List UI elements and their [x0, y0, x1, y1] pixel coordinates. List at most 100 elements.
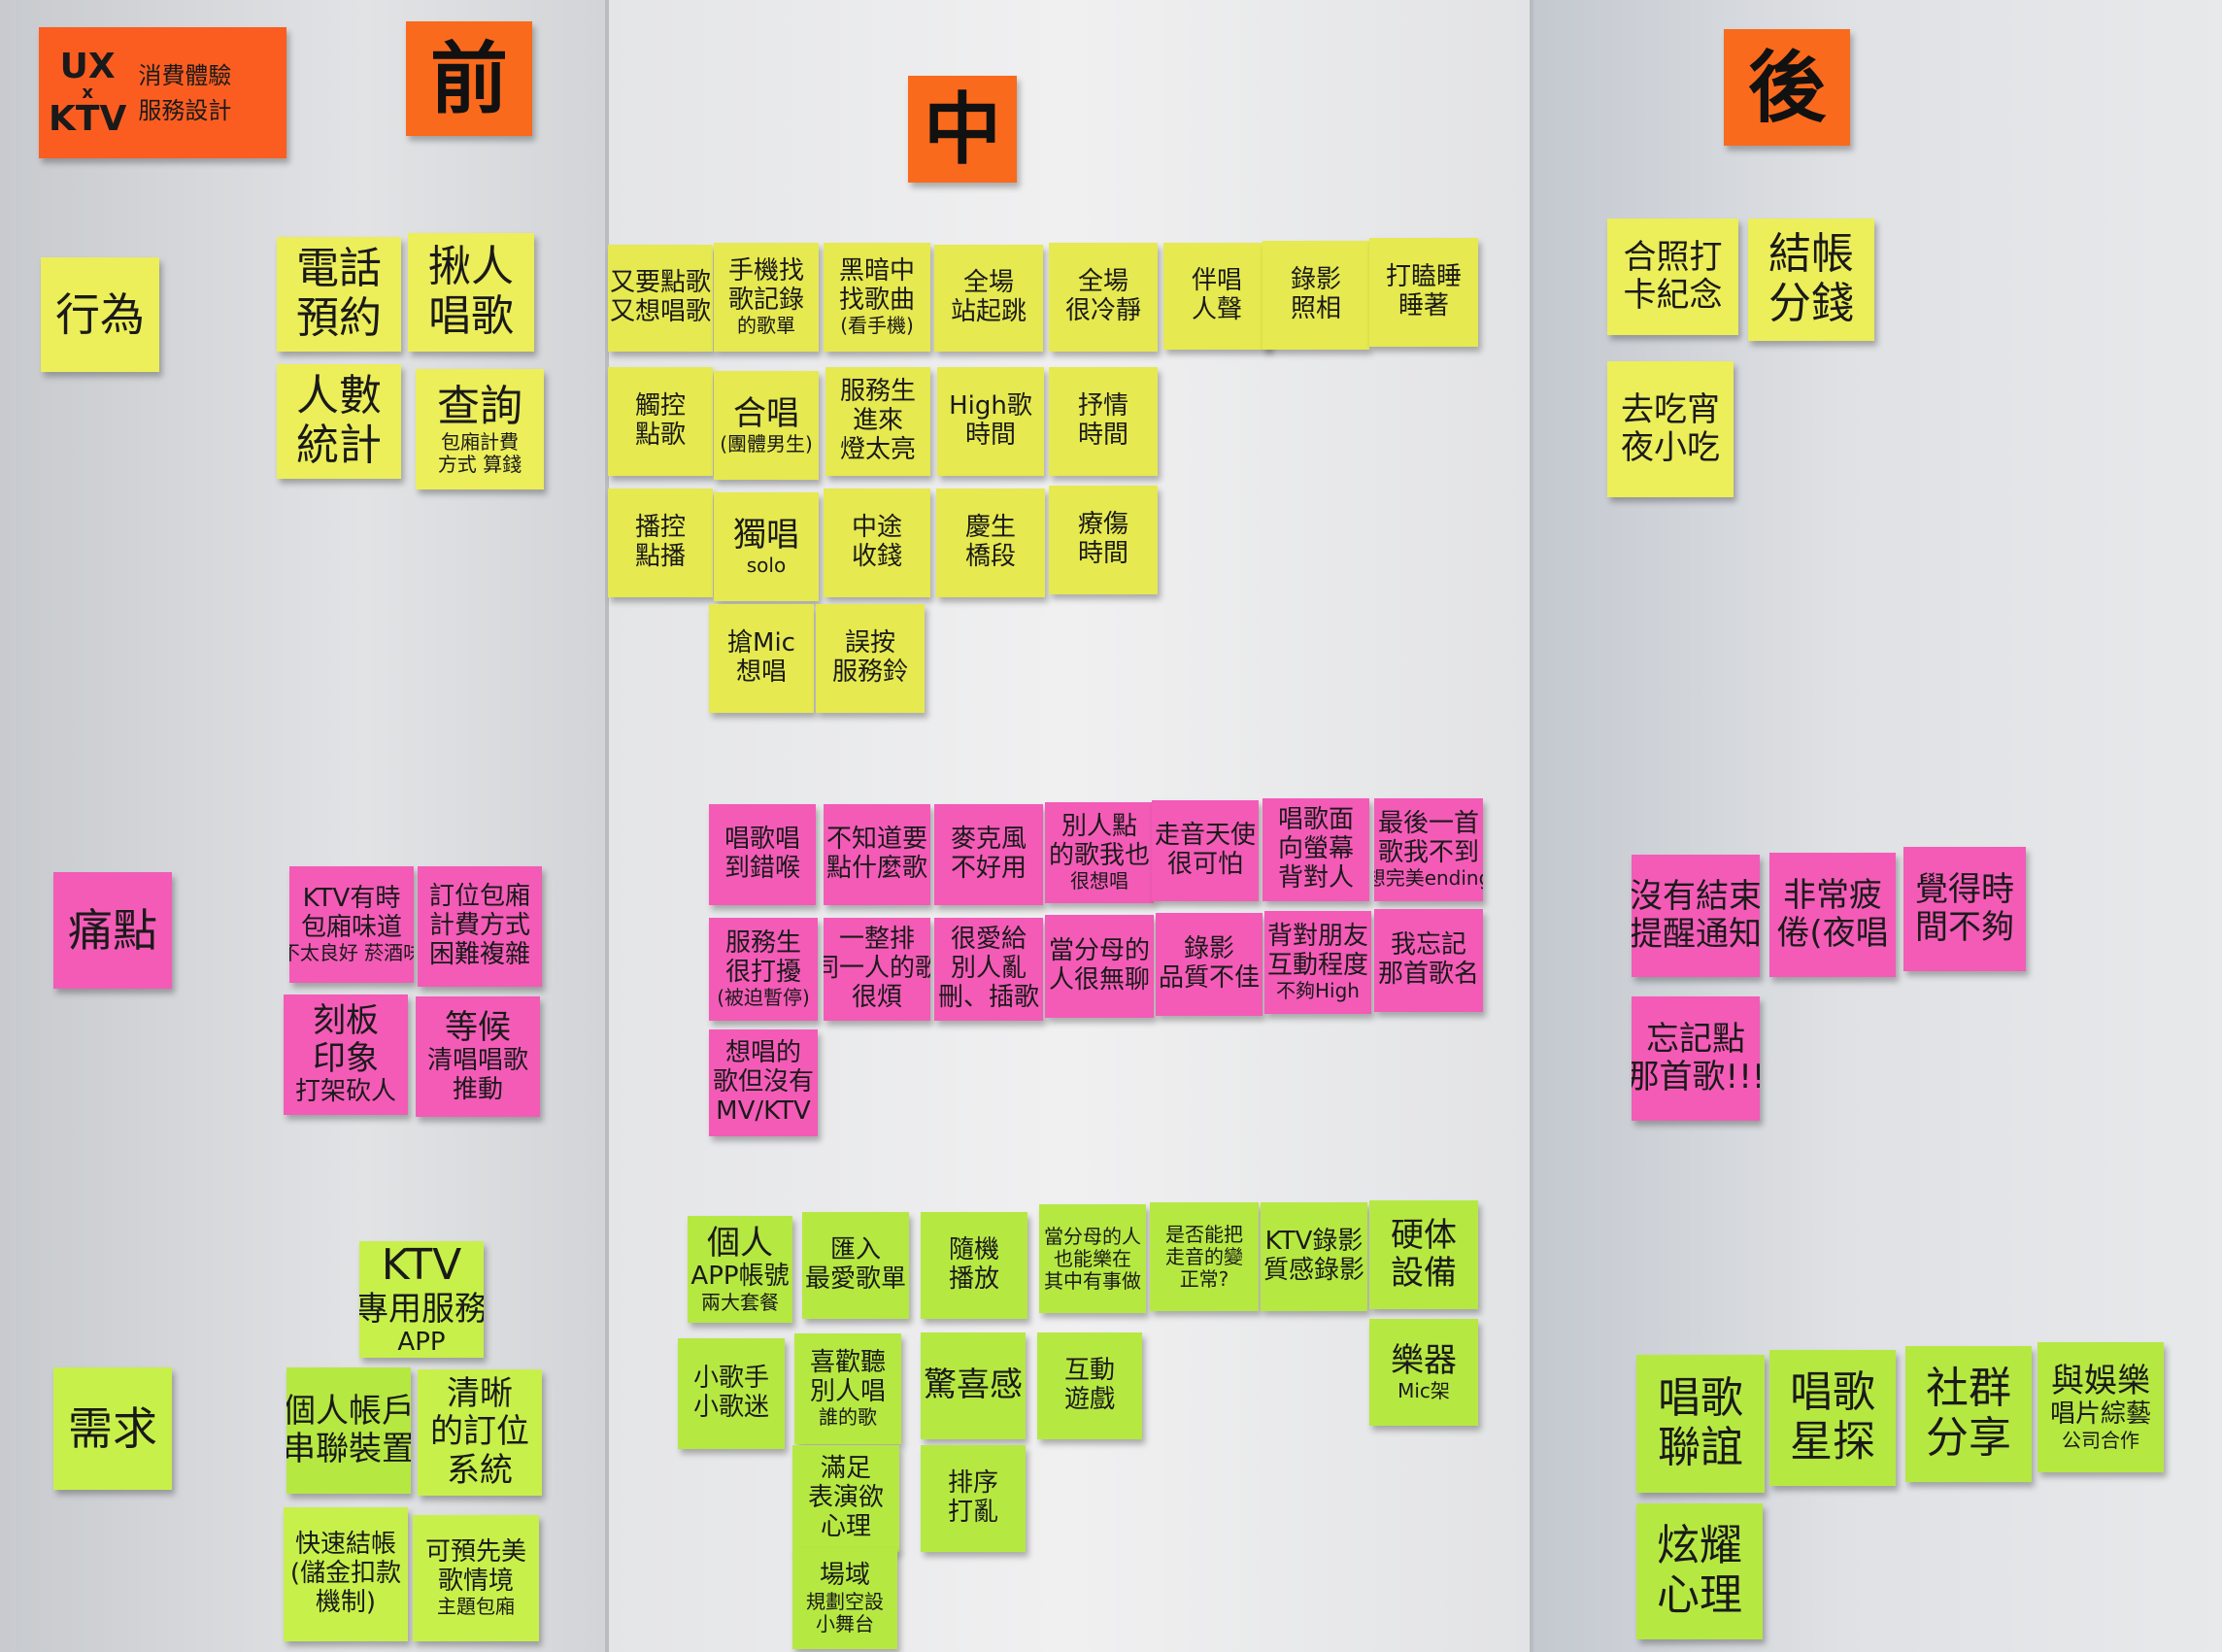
sticky-note-text: 互動程度 [1267, 950, 1369, 980]
sticky-note: 錄影品質不佳 [1156, 913, 1262, 1016]
sticky-note-text: APP帳號 [690, 1262, 790, 1292]
sticky-note-text: 驚喜感 [924, 1365, 1023, 1405]
sticky-note: 不知道要點什麼歌 [824, 804, 930, 905]
sticky-note-text: 清晰 [447, 1374, 513, 1414]
sticky-note-text: 搶Mic [727, 628, 795, 658]
sticky-note-text: 時間 [964, 421, 1016, 450]
sticky-note: 走音天使很可怕 [1152, 800, 1259, 901]
sticky-note-text: 電話 [296, 244, 382, 294]
sticky-note-text: 表演欲 [807, 1483, 884, 1513]
sticky-note: 覺得時間不夠 [1903, 847, 2026, 971]
sticky-note: High歌時間 [937, 367, 1044, 476]
sticky-note: 小歌手小歌迷 [678, 1338, 785, 1449]
sticky-note-text: 很可怕 [1166, 850, 1243, 879]
sticky-note-text: 誰的歌 [819, 1405, 877, 1430]
sticky-note-text: 心理 [820, 1511, 871, 1541]
title-card-subtitle: 消費體驗 服務設計 [138, 58, 231, 128]
sticky-note-text: 睡著 [1397, 291, 1449, 320]
sticky-note: 唱歌聯誼 [1636, 1355, 1765, 1493]
sticky-note-text: 小歌手 [692, 1364, 769, 1394]
sticky-note: 當分母的人也能樂在其中有事做 [1039, 1204, 1146, 1313]
sticky-note-text: 很打擾 [724, 957, 801, 987]
sticky-note: 可預先美歌情境主題包廂 [413, 1515, 539, 1641]
sticky-note-text: 很冷靜 [1064, 296, 1141, 325]
sticky-note-text: 收錢 [851, 542, 902, 571]
sticky-note-text: 點播 [634, 542, 686, 571]
sticky-note-text: 喜歡聽 [809, 1347, 886, 1377]
sticky-note-text: 又想唱歌 [610, 297, 712, 326]
sticky-note: 觸控點歌 [608, 367, 713, 476]
sticky-note-text: 點歌 [634, 421, 686, 450]
sticky-note-text: 點什麼歌 [826, 854, 928, 883]
sticky-note: 抒情時間 [1049, 367, 1158, 476]
sticky-note: 個人帳戶串聯裝置 [286, 1367, 411, 1494]
sticky-note-text: 同一人的歌 [824, 954, 930, 984]
sticky-note-text: 錄影 [1183, 934, 1234, 964]
sticky-note-text: 人聲 [1191, 295, 1242, 324]
title-card-logo: UX x KTV [49, 49, 127, 139]
sticky-note-text: 抒情 [1077, 391, 1128, 421]
sticky-note: 全場很冷靜 [1049, 243, 1158, 352]
title-card-ktv: KTV [49, 98, 127, 139]
sticky-note-text: 歌但沒有 [713, 1067, 815, 1097]
column-header-during: 中 [908, 76, 1017, 183]
sticky-note-text: 麥克風 [950, 825, 1027, 855]
row-label-needs: 需求 [53, 1367, 172, 1490]
sticky-note: 伴唱人聲 [1163, 243, 1270, 350]
sticky-note: 炫耀心理 [1636, 1503, 1763, 1639]
sticky-note: 合照打卡紀念 [1607, 219, 1738, 335]
sticky-note: 沒有結束提醒通知 [1632, 855, 1760, 977]
sticky-note-text: 不知道要 [826, 825, 928, 855]
sticky-note: 手機找歌記錄的歌單 [714, 243, 819, 352]
title-card-x: x [82, 82, 93, 103]
sticky-note-text: 播放 [948, 1264, 999, 1294]
sticky-note: 匯入最愛歌單 [802, 1212, 909, 1319]
sticky-note: 非常疲倦(夜唱 [1769, 853, 1896, 977]
sticky-note-text: 歌情境 [437, 1566, 514, 1596]
sticky-note-text: 背對人 [1277, 862, 1354, 893]
sticky-note: 療傷時間 [1049, 486, 1158, 594]
sticky-note-text: 計費方式 [428, 911, 530, 941]
sticky-note-text: (團體男生) [720, 432, 813, 456]
sticky-note: 社群分享 [1905, 1346, 2032, 1482]
sticky-note-text: 背對朋友 [1267, 921, 1369, 951]
sticky-note-text: 最愛歌單 [805, 1264, 907, 1294]
sticky-note: 隨機播放 [921, 1212, 1027, 1319]
sticky-note-text: 也能樂在 [1054, 1246, 1131, 1270]
sticky-note: 忘記點那首歌!!! [1632, 996, 1760, 1121]
sticky-note-text: 全場 [1077, 267, 1128, 297]
sticky-note: 等候清唱唱歌推動 [416, 996, 540, 1117]
sticky-note: 服務生很打擾(被迫暫停) [709, 918, 818, 1021]
sticky-note-text: 是否能把 [1165, 1222, 1243, 1246]
sticky-note: 慶生橋段 [936, 489, 1045, 597]
sticky-note-text: MV/KTV [716, 1096, 811, 1126]
sticky-note-text: 進來 [852, 406, 903, 436]
sticky-note-text: 分錢 [1768, 279, 1854, 328]
sticky-note-text: 一整排 [838, 925, 915, 955]
sticky-note-text: 包廂味道 [300, 912, 402, 942]
sticky-note-text: 歌記錄 [727, 285, 804, 315]
column-header-after: 後 [1724, 29, 1850, 146]
title-card-sub2: 服務設計 [138, 96, 232, 124]
sticky-note-text: 服務鈴 [831, 657, 908, 687]
sticky-note-text: 不好用 [950, 854, 1027, 883]
sticky-note-text: 時間 [1077, 421, 1128, 450]
sticky-note-text: 歌我不到 [1378, 837, 1480, 867]
sticky-note-text: 想唱的 [724, 1038, 801, 1068]
sticky-note-text: 聯誼 [1658, 1423, 1743, 1472]
sticky-note-text: 規劃空設 [806, 1589, 884, 1613]
sticky-note-text: 那首歌名 [1378, 960, 1480, 989]
sticky-note-text: 燈太亮 [839, 434, 916, 464]
sticky-note: 服務生進來燈太亮 [825, 367, 930, 476]
sticky-note: 與娛樂唱片綜藝公司合作 [2037, 1342, 2164, 1472]
sticky-note-text: 播控 [634, 513, 686, 543]
sticky-note-text: 提醒通知 [1632, 915, 1760, 954]
sticky-note-text: 慶生 [964, 513, 1016, 543]
sticky-note-text: 樂器 [1391, 1340, 1457, 1380]
row-label-behavior: 行為 [41, 257, 159, 372]
sticky-note-text: 快速結帳 [294, 1530, 396, 1560]
sticky-note-text: APP [397, 1327, 446, 1357]
